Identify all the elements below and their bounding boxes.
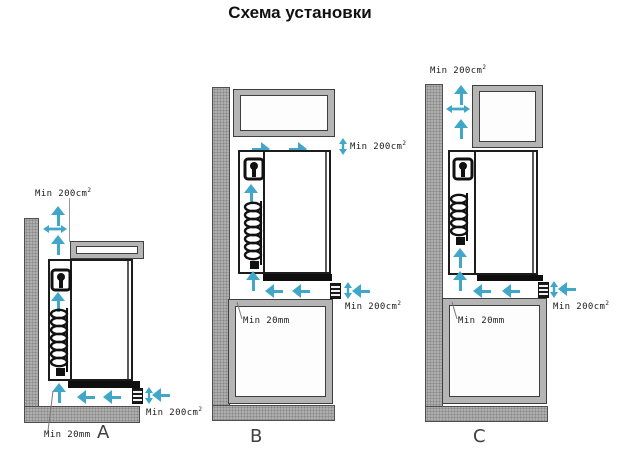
wall [212,87,230,421]
vent-grille-icon [538,282,549,298]
plinth-gap [477,275,543,281]
diagram-c: Min 200cm2 [420,60,625,449]
upper-cabinet-panel [240,95,328,131]
airflow-left-arrow-icon [103,390,121,404]
clearance-double-arrow-icon [339,138,347,155]
condenser-coil-icon [243,201,263,269]
leader-line [236,301,243,320]
rear-channel-divider [474,152,476,273]
diagram-b: Min 200cm2 Min 200cm2 [210,85,425,449]
airflow-up-arrow-icon [454,119,468,139]
airflow-right-arrow-icon [252,142,270,156]
floor [212,405,335,421]
min-area-label: Min 200cm2 [345,300,402,312]
leader-line [47,390,54,432]
compressor-icon [243,157,265,181]
floor [24,406,140,423]
lower-cabinet-panel [449,305,540,397]
diagram-a: Min 200cm2 [20,185,235,449]
airflow-right-arrow-icon [289,142,307,156]
page-title: Схема установки [228,3,372,22]
compressor-icon [452,157,474,181]
vent-grille-icon [132,388,143,404]
airflow-left-arrow-icon [558,282,576,296]
door-edge [532,152,534,273]
airflow-left-arrow-icon [265,284,283,298]
lower-cabinet-panel [235,306,326,397]
compressor-icon [50,268,72,292]
airflow-up-arrow-icon [453,248,467,268]
diagram-letter: A [97,422,110,443]
leader-line [451,301,458,320]
min-gap-label: Min 20mm [44,430,91,440]
airflow-up-arrow-icon [244,184,258,204]
min-area-label: Min 200cm2 [553,300,610,312]
min-area-label: Min 200cm2 [350,140,407,152]
min-area-label: Min 200cm2 [35,187,92,199]
airflow-up-arrow-icon [51,235,65,255]
vent-grille-icon [330,283,341,299]
airflow-up-arrow-icon [51,206,65,226]
min-area-label: Min 200cm2 [146,406,203,418]
clearance-double-arrow-icon [145,387,153,404]
airflow-up-arrow-icon [454,85,468,105]
min-gap-label: Min 20mm [458,316,505,326]
diagram-letter: C [473,426,486,447]
airflow-up-arrow-icon [52,383,66,403]
plinth-gap [263,274,332,281]
airflow-up-arrow-icon [246,271,260,291]
floor [425,406,548,422]
airflow-up-arrow-icon [51,292,65,312]
airflow-left-arrow-icon [152,388,170,402]
diagram-letter: B [250,426,263,447]
clearance-double-arrow-icon [550,281,558,298]
clearance-guide-line [69,198,70,242]
airflow-left-arrow-icon [352,284,370,298]
airflow-left-arrow-icon [292,284,310,298]
door-edge [325,152,327,272]
upper-cabinet-panel [479,91,536,142]
condenser-coil-icon [49,308,69,376]
condenser-coil-icon [449,193,469,245]
airflow-left-arrow-icon [473,284,491,298]
clearance-double-arrow-icon [446,105,470,113]
min-area-label: Min 200cm2 [430,64,487,76]
airflow-left-arrow-icon [502,284,520,298]
airflow-up-arrow-icon [453,271,467,291]
wall [425,84,443,422]
min-gap-label: Min 20mm [243,316,290,326]
plinth-gap [68,381,140,388]
rear-channel-divider [263,152,265,272]
wall [24,218,39,408]
clearance-double-arrow-icon [43,225,67,233]
rear-channel-divider [70,261,72,379]
door-edge [127,261,129,379]
worktop-panel [76,246,138,254]
airflow-left-arrow-icon [77,390,95,404]
clearance-double-arrow-icon [344,282,352,299]
